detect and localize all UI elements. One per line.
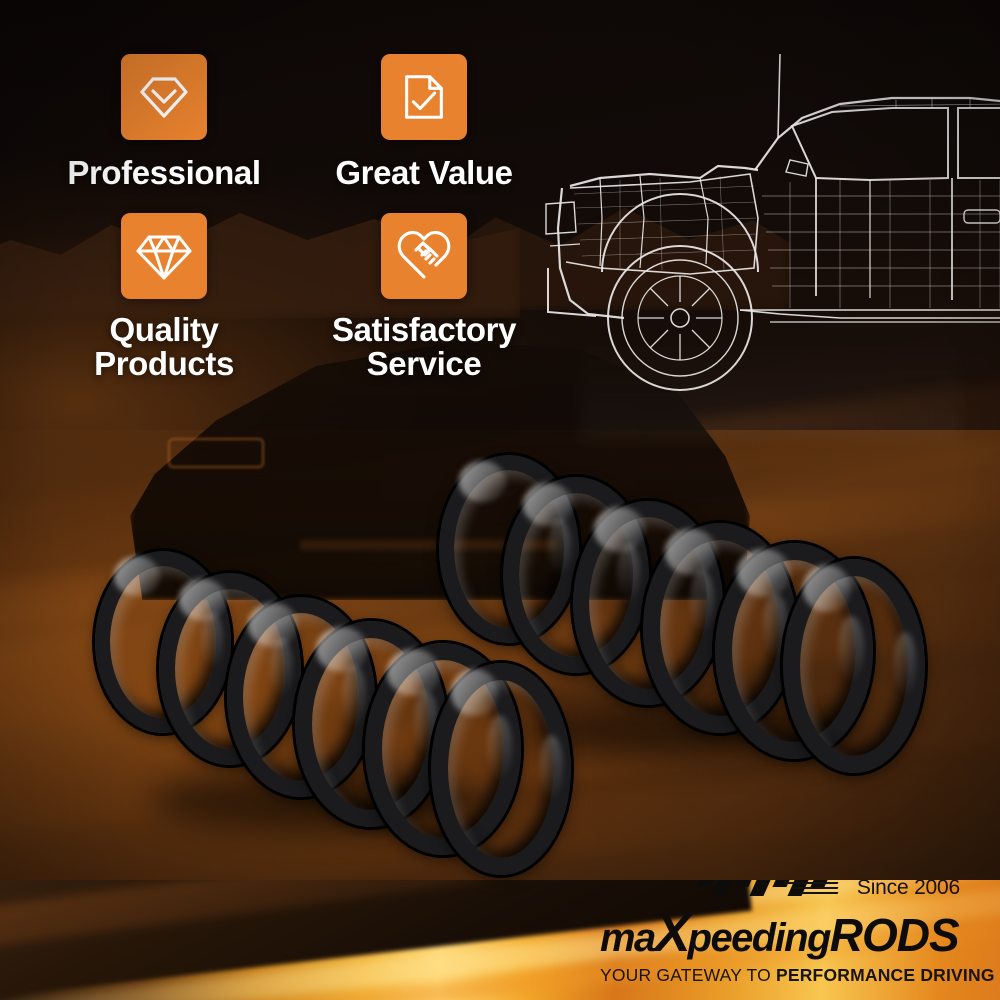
speed-lines-icon (783, 882, 839, 898)
document-check-icon-tile (381, 54, 467, 140)
feature-label-line-2: Service (366, 345, 482, 383)
feature-professional: Professional (34, 54, 294, 191)
feature-label: Quality Products (94, 310, 234, 383)
feature-grid: Professional Great Value (34, 54, 554, 382)
document-check-icon (397, 70, 451, 124)
logo-x: X (654, 903, 691, 963)
logo-suffix: RODS (829, 909, 960, 961)
feature-satisfactory-service: Satisfactory Service (294, 212, 554, 383)
feature-label: Satisfactory Service (331, 310, 517, 383)
truck-reflection (580, 330, 960, 440)
tagline-bold: PERFORMANCE DRIVING (775, 965, 995, 985)
since-text: Since 2006 (856, 880, 960, 899)
suv-grille-detail (168, 438, 264, 468)
gem-shield-icon-tile (121, 54, 207, 140)
feature-label-line-2: Products (94, 345, 234, 383)
brand-banner: Since 2006 maXpeedingRODS YOUR GATEWAY T… (0, 880, 1000, 1000)
feature-row-1: Professional Great Value (34, 54, 554, 191)
feature-label-line-1: Satisfactory (331, 310, 517, 348)
feature-label-line-1: Quality (109, 310, 219, 348)
feature-quality-products: Quality Products (34, 212, 294, 383)
logo-tagline: YOUR GATEWAY TO PERFORMANCE DRIVING (600, 965, 994, 986)
heart-handshake-icon-tile (381, 212, 467, 299)
logo-prefix: ma (600, 916, 656, 960)
logo-wordmark: maXpeedingRODS (600, 906, 960, 960)
tagline-light: YOUR GATEWAY TO (600, 965, 771, 985)
feature-great-value: Great Value (294, 54, 554, 191)
diamond-icon (136, 229, 192, 283)
maxpeedingrods-logo: Since 2006 maXpeedingRODS YOUR GATEWAY T… (600, 880, 994, 986)
feature-label: Great Value (335, 154, 513, 191)
heart-handshake-icon (396, 230, 452, 282)
diamond-icon-tile (121, 212, 207, 299)
feature-row-2: Quality Products (34, 212, 554, 383)
logo-top-row: Since 2006 (600, 880, 960, 906)
gem-shield-icon (136, 69, 192, 125)
logo-mid: peeding (687, 916, 832, 960)
feature-label: Professional (67, 154, 261, 191)
